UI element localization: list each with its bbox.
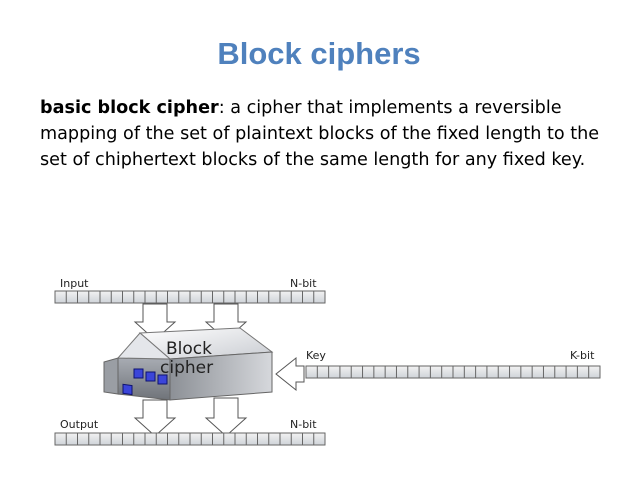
definition-term: basic block cipher (40, 98, 219, 118)
output-bits-label: N-bit (290, 418, 317, 431)
key-arrow (275, 356, 305, 392)
key-bit-bar (305, 365, 601, 379)
block-label-line1: Block (166, 339, 212, 359)
output-label: Output (60, 418, 99, 431)
block-cells (122, 368, 168, 396)
block-cipher-box: Block cipher (103, 327, 274, 401)
input-bit-bar (54, 290, 326, 304)
key-label: Key (306, 349, 326, 362)
block-label-line2: cipher (160, 358, 213, 378)
input-label: Input (60, 277, 89, 290)
output-arrow-left (133, 399, 177, 437)
input-arrow-left (133, 303, 177, 341)
definition-text: : a cipher that implements a reversible … (40, 98, 600, 170)
output-bit-bar (54, 432, 326, 446)
input-bits-label: N-bit (290, 277, 317, 290)
slide-title: Block ciphers (217, 36, 421, 71)
definition-paragraph: basic block cipher: a cipher that implem… (40, 95, 610, 173)
output-arrow-right (204, 397, 248, 437)
key-bits-label: K-bit (570, 349, 595, 362)
